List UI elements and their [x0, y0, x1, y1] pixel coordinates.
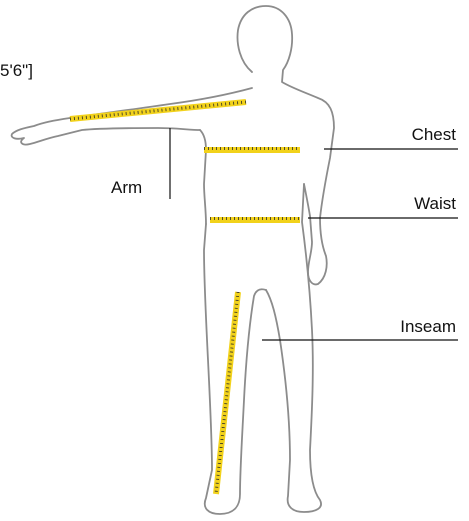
- left-torso-outline: [200, 130, 206, 224]
- inseam-label: Inseam: [400, 317, 456, 336]
- measuring-tapes: [70, 102, 300, 494]
- waist-label: Waist: [414, 194, 456, 213]
- waist-tape: [210, 217, 300, 223]
- left-arm-outline: [12, 88, 252, 145]
- right-leg-outline: [266, 184, 321, 512]
- arm-label: Arm: [111, 178, 142, 197]
- height-label: 5'6"]: [0, 61, 33, 80]
- arm-tape: [70, 102, 246, 119]
- inner-leg-outline: [204, 224, 266, 514]
- chest-tape: [204, 147, 300, 153]
- head-outline: [238, 6, 334, 284]
- chest-label: Chest: [412, 125, 457, 144]
- leader-lines: [170, 128, 458, 340]
- inseam-tape: [216, 292, 238, 494]
- body-outline: [12, 6, 334, 514]
